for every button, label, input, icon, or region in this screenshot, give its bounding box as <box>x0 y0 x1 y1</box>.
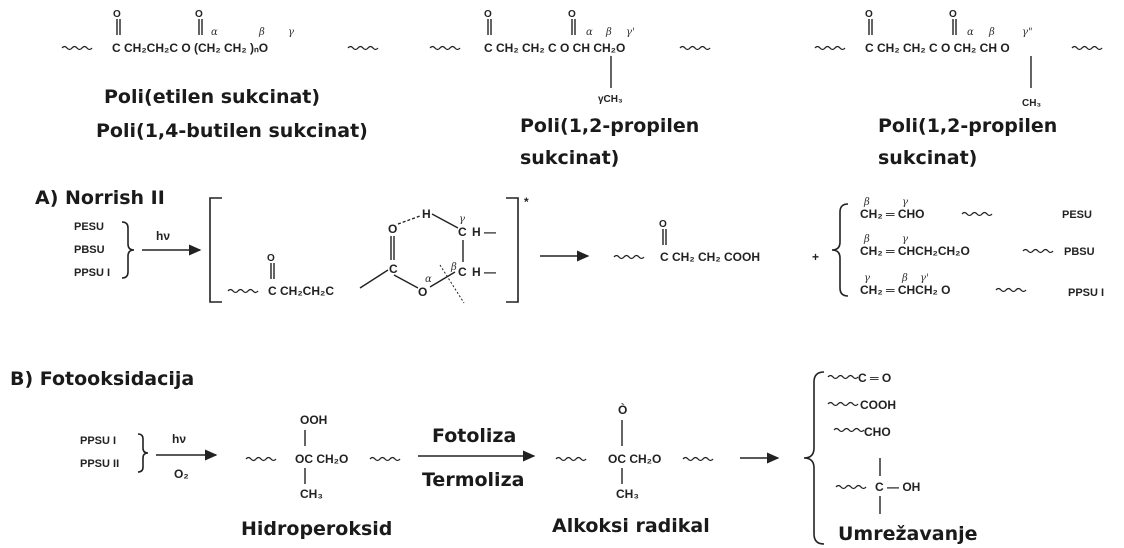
ring-c-bot-bond: H — <box>472 265 496 279</box>
svg-text:O: O <box>195 9 203 20</box>
greek-beta: β <box>901 273 908 284</box>
section-b-title: B) Fotooksidacija <box>10 368 194 390</box>
s3-name-1: Poli(1,2-propilen <box>878 115 1057 137</box>
greek-gamma: γ" <box>1022 27 1033 38</box>
ring-o-top: O <box>388 222 397 236</box>
arrow-label-fotoliza: Fotoliza <box>432 425 516 447</box>
greek-alpha: α <box>586 27 593 38</box>
greek-beta: β <box>258 27 265 38</box>
ring-c-top-bond: H — <box>472 225 496 239</box>
svg-text:O: O <box>949 9 957 20</box>
ring-h: H <box>422 207 431 221</box>
hydroperoxide-ooh: OOH <box>300 413 327 427</box>
input-ppsu-i: PPSU I <box>74 267 110 279</box>
s3-substituent: CH₃ <box>1022 98 1041 109</box>
input-ppsu-i: PPSU I <box>80 435 116 447</box>
greek-beta: β <box>988 27 995 38</box>
crosslinking-label: Umrežavanje <box>838 523 978 545</box>
svg-text:O: O <box>865 9 873 20</box>
section-a-norrish: A) Norrish II PESU PBSU PPSU I hν * O C … <box>35 187 1104 304</box>
greek-beta: β <box>863 197 870 208</box>
product-acid: C CH₂ CH₂ COOH <box>660 250 760 264</box>
greek-gamma: γ' <box>626 27 635 38</box>
alkoxy-name: Alkoksi radikal <box>552 515 710 537</box>
label-pbsu: PBSU <box>1064 246 1095 258</box>
svg-text:O: O <box>113 9 121 20</box>
product-crosslink-oh: C — OH <box>875 480 920 494</box>
structure-3: O O α β γ" C CH₂ CH₂ C O CH₂ CH O CH₃ Po… <box>814 9 1103 169</box>
structure-1: O O α β γ C CH₂CH₂C O (CH₂ CH₂ )ₙO Poli(… <box>61 9 379 142</box>
alkoxy-chain: OC CH₂O <box>608 452 661 466</box>
product-ppsu-i: CH₂ ═ CHCH₂ O <box>860 283 951 297</box>
s3-chain: C CH₂ CH₂ C O CH₂ CH O <box>865 41 1010 55</box>
product-cooh: COOH <box>860 398 896 412</box>
input-pbsu: PBSU <box>74 244 105 256</box>
hydroperoxide-chain: OC CH₂O <box>295 452 348 466</box>
intermediate-chain: C CH₂CH₂C <box>268 284 334 298</box>
s2-chain: C CH₂ CH₂ C O CH CH₂O <box>484 41 625 55</box>
input-pesu: PESU <box>74 221 104 233</box>
ring-c-top: C <box>458 225 467 239</box>
plus-sign: + <box>812 250 819 264</box>
greek-beta: β <box>863 234 870 245</box>
hydroperoxide-methyl: CH₃ <box>300 487 323 501</box>
ring-c-bot: C <box>458 265 467 279</box>
section-a-title: A) Norrish II <box>35 187 165 209</box>
svg-text:O: O <box>484 9 492 20</box>
product-pesu: CH₂ ═ CHO <box>860 207 925 221</box>
hv-condition: hν <box>172 432 186 446</box>
input-ppsu-ii: PPSU II <box>80 458 119 470</box>
greek-gamma: γ <box>288 27 294 38</box>
greek-alpha: α <box>211 27 218 38</box>
o2-condition: O₂ <box>174 467 189 481</box>
s2-substituent: γCH₃ <box>598 94 623 105</box>
arrow-label-termoliza: Termoliza <box>422 469 524 491</box>
section-b-photooxidation: B) Fotooksidacija PPSU I PPSU II hν O₂ O… <box>10 368 978 545</box>
product-cho: CHO <box>864 425 891 439</box>
greek-gamma: γ <box>864 273 870 284</box>
greek-beta: β <box>450 262 457 273</box>
alkoxy-methyl: CH₃ <box>616 487 639 501</box>
svg-text:O: O <box>659 219 667 230</box>
product-pbsu: CH₂ ═ CHCH₂CH₂O <box>860 244 970 258</box>
s1-name-1: Poli(etilen sukcinat) <box>104 86 320 108</box>
svg-text:O: O <box>267 253 275 264</box>
ring-o: O <box>418 285 427 299</box>
greek-gamma: γ' <box>920 273 929 284</box>
greek-gamma: γ <box>902 197 908 208</box>
structure-2: O O α β γ' C CH₂ CH₂ C O CH CH₂O γCH₃ Po… <box>429 9 711 169</box>
s1-chain: C CH₂CH₂C O (CH₂ CH₂ )ₙO <box>112 41 268 55</box>
hydroperoxide-name: Hidroperoksid <box>241 518 392 540</box>
greek-gamma: γ <box>459 214 465 225</box>
svg-text:O: O <box>568 9 576 20</box>
s2-name-2: sukcinat) <box>520 147 619 169</box>
greek-alpha: α <box>967 27 974 38</box>
excited-mark: * <box>524 195 529 209</box>
s3-name-2: sukcinat) <box>878 147 977 169</box>
label-ppsu-i: PPSU I <box>1068 287 1104 299</box>
s2-name-1: Poli(1,2-propilen <box>520 115 699 137</box>
greek-gamma: γ <box>902 234 908 245</box>
greek-beta: β <box>605 27 612 38</box>
alkoxy-o-radical: Ò <box>618 402 627 417</box>
hv-condition: hν <box>156 229 170 243</box>
s1-name-2: Poli(1,4-butilen sukcinat) <box>96 120 368 142</box>
label-pesu: PESU <box>1062 209 1092 221</box>
ring-carbonyl-c: C <box>389 262 398 276</box>
product-carbonyl: C ═ O <box>858 371 891 385</box>
greek-alpha: α <box>425 274 432 285</box>
